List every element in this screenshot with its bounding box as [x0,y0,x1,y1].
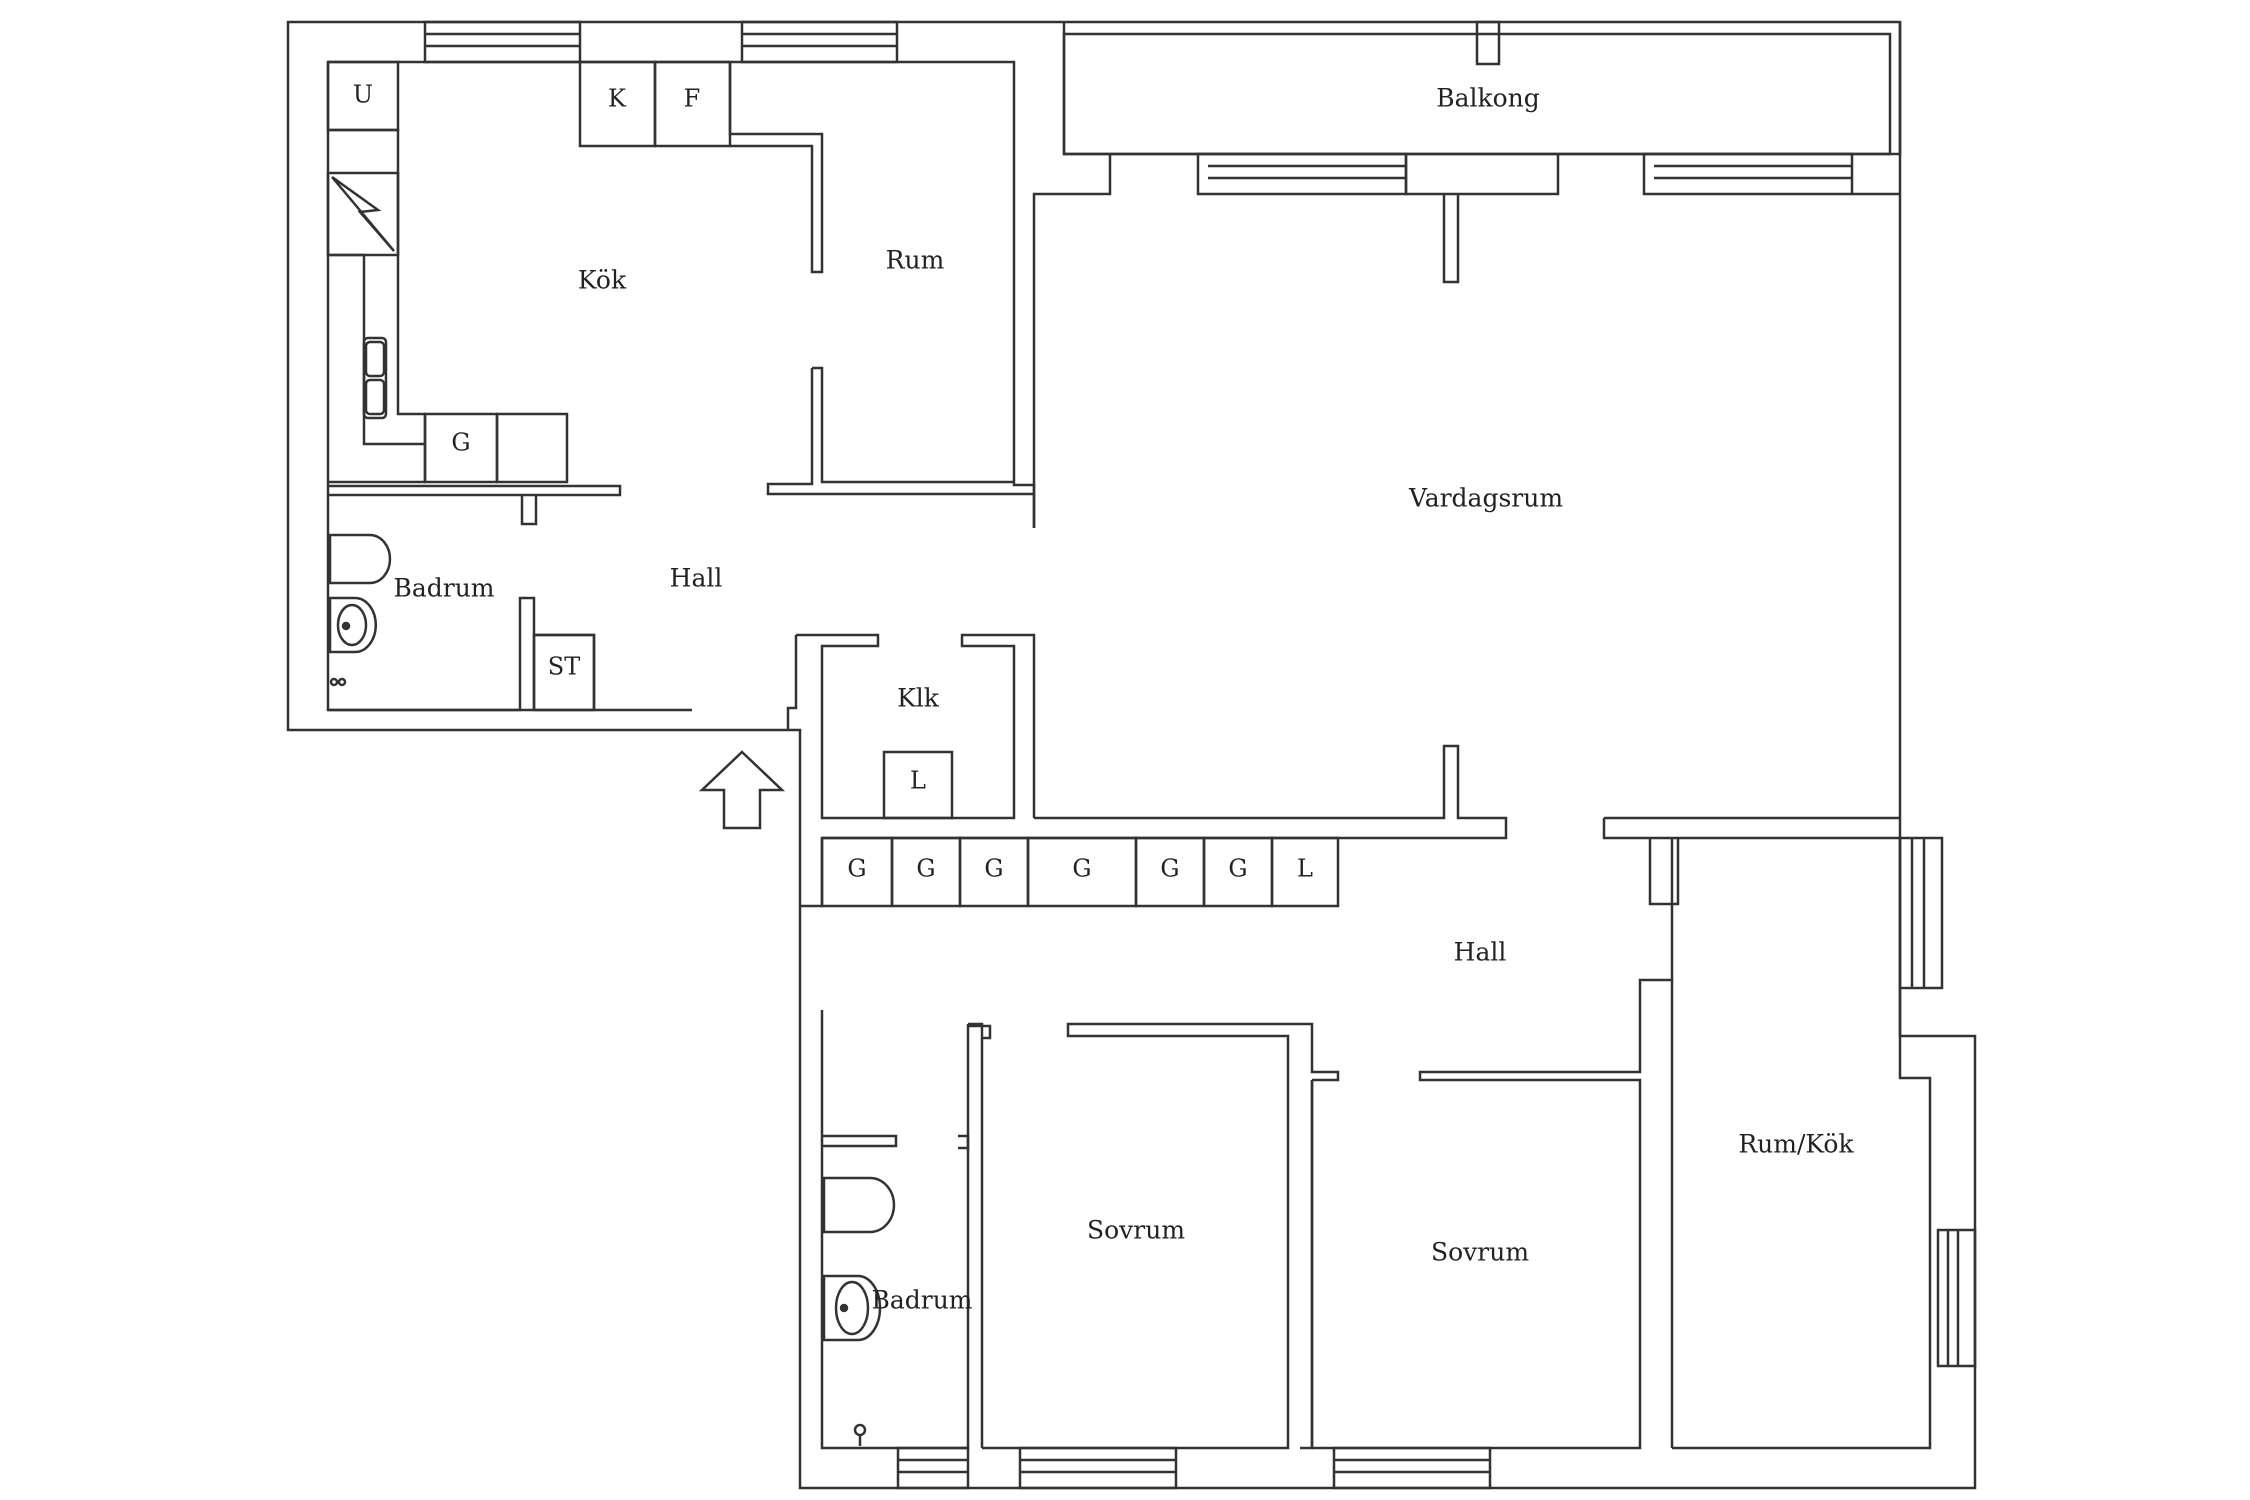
toilet-upper-icon [328,533,392,585]
wardrobe-label: G [1072,855,1091,883]
balkong-post [1475,20,1501,66]
window-balkong-1 [1196,152,1408,196]
room-label-badrum-upper: Badrum [393,574,494,603]
klk-wall [796,633,1036,820]
room-label-hall-lower: Hall [1454,938,1507,967]
window-bottom-3 [1332,1446,1492,1490]
fixture-label-f: F [684,85,701,113]
room-label-balkong: Balkong [1436,84,1540,113]
fixture-label-u: U [353,81,373,109]
floor-drain-lower-icon [853,1423,867,1446]
badrum-lower-door [958,1134,970,1150]
window-balkong-2 [1642,152,1854,196]
sovrum-2-wall [1310,978,1674,1450]
fixture-label-k: K [608,85,627,113]
room-label-kok: Kök [578,266,627,295]
wardrobe-label: G [1160,855,1179,883]
room-label-vardagsrum: Vardagsrum [1408,484,1563,513]
window-top-1 [423,20,582,64]
cabinet-l-klk [882,750,954,820]
floor-drain-upper-icon [329,677,347,687]
fixture-label-st: ST [548,653,580,681]
rum-wall-lower [766,366,1034,496]
wardrobe-label: L [1297,855,1313,883]
room-label-rum-kok: Rum/Kök [1738,1130,1854,1159]
window-right-1 [1898,836,1944,990]
room-label-sovrum-2: Sovrum [1431,1238,1529,1267]
room-label-hall-upper: Hall [670,564,723,593]
kitchen-sink-icon [362,336,388,420]
kitchen-rum-wall [728,62,824,274]
wardrobe-label: G [984,855,1003,883]
room-label-sovrum-1: Sovrum [1087,1216,1185,1245]
window-right-2 [1936,1228,1977,1368]
badrum-lower-wall [820,1010,992,1450]
hall-lower-left-wall [800,838,824,908]
stove-symbol [331,175,395,252]
vardagsrum-lower-wall [822,744,1900,840]
entrance-arrow-icon [698,750,786,830]
wardrobe-label: G [916,855,935,883]
exterior-wall [286,20,1977,1490]
closet-st [532,633,596,712]
cabinet-kitchen-2 [495,412,569,484]
window-bottom-1 [896,1446,970,1490]
room-label-rum: Rum [886,246,945,275]
hall-upper-wall [328,484,622,526]
fixture-label-l-klk: L [910,767,926,795]
wardrobe-label: G [847,855,866,883]
kitchen-counter-inner [328,253,425,446]
sink-lower-icon [822,1274,882,1342]
vardagsrum-wall [1032,154,1900,528]
fixture-label-g-kitchen: G [451,429,470,457]
window-bottom-2 [1018,1446,1178,1490]
window-top-2 [740,20,899,64]
rum-kok-wall [1670,838,1932,1450]
toilet-lower-icon [822,1176,896,1234]
wardrobe-label: G [1228,855,1247,883]
room-label-klk: Klk [897,684,940,713]
interior-wall-upper-left [326,60,1036,712]
sink-upper-icon [328,596,378,654]
klk-wall-left [786,635,798,730]
kitchen-counter [328,128,427,484]
wardrobe-row [820,836,1340,908]
hall-lower-stub [1648,838,1680,906]
room-label-badrum-lower: Badrum [871,1286,972,1315]
